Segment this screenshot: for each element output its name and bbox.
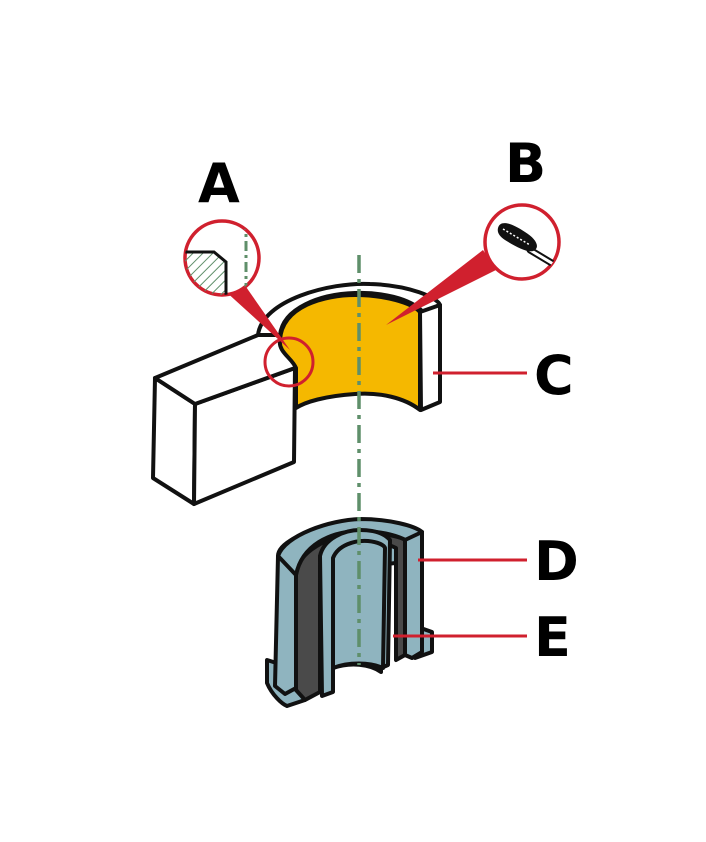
label-a: A <box>198 152 240 215</box>
callout-b <box>386 203 561 325</box>
callout-a <box>183 219 315 388</box>
detail-a-target-circle <box>263 336 315 388</box>
bore-end-face <box>418 303 442 412</box>
bushing <box>265 517 434 708</box>
label-c: C <box>534 344 574 407</box>
housing-block <box>151 281 442 506</box>
detail-b-pointer <box>386 250 496 325</box>
label-d: D <box>534 530 579 593</box>
label-e: E <box>534 606 571 669</box>
detail-a-pointer <box>224 284 290 350</box>
label-b: B <box>505 132 546 195</box>
bearing-surface <box>277 293 422 412</box>
